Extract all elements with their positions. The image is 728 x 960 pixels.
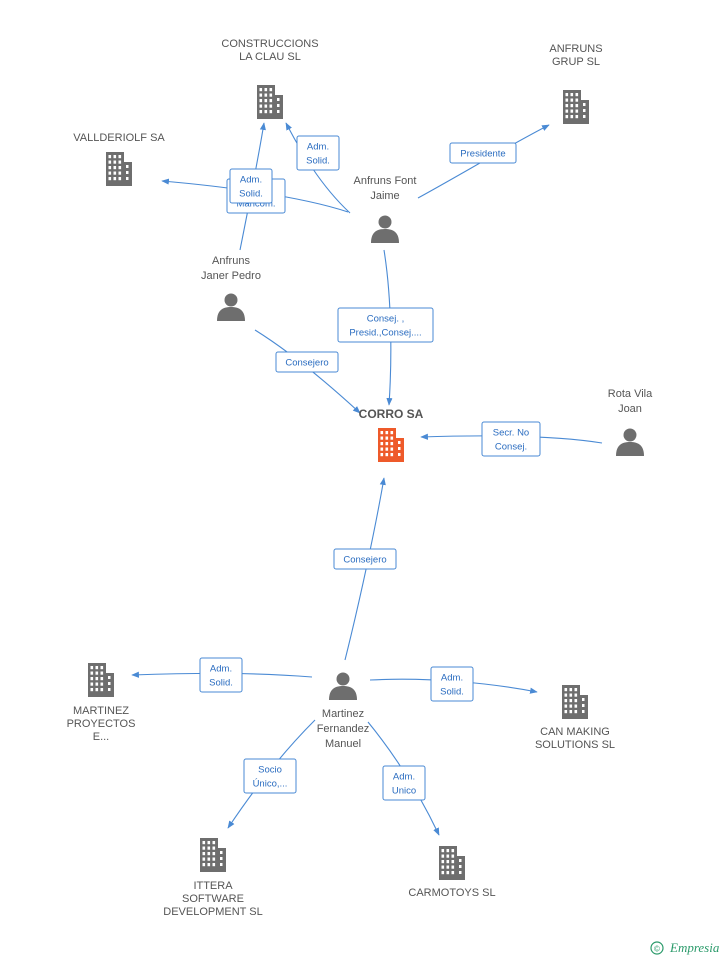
node-label-line: Janer Pedro	[201, 270, 261, 282]
copyright-symbol: ©	[654, 945, 660, 954]
person-icon	[616, 428, 644, 456]
relation-box	[449, 142, 517, 164]
company-node-martinez-proyectos[interactable]: MARTINEZPROYECTOSE...	[67, 663, 136, 743]
relation-text: Presid.,Consej....	[349, 328, 421, 339]
node-label-line: CARMOTOYS SL	[408, 887, 495, 899]
node-label-line: ANFRUNS	[549, 43, 602, 55]
node-label-line: Martinez	[322, 708, 364, 720]
relation-label-janer-corro[interactable]: Consejero	[275, 351, 339, 373]
node-label-line: PROYECTOS	[67, 718, 136, 730]
person-icon	[371, 215, 399, 243]
relation-box	[275, 351, 339, 373]
relation-text: Consejero	[343, 555, 386, 566]
node-label-line: Rota Vila	[608, 388, 653, 400]
relation-label-janer-construccions[interactable]: Adm. Solid.	[229, 168, 273, 204]
building-icon	[378, 428, 404, 462]
relation-text: Solid.	[440, 687, 464, 698]
building-icon	[257, 85, 283, 119]
relation-label-martinez-canmaking[interactable]: Adm. Solid.	[430, 666, 474, 702]
relation-text: Secr. No	[493, 428, 529, 439]
relation-label-martinez-carmotoys[interactable]: Adm. Unico	[382, 765, 426, 801]
building-icon	[200, 838, 226, 872]
relation-box	[333, 548, 397, 570]
node-label-line: Anfruns Font	[354, 175, 417, 187]
relation-text: Solid.	[306, 156, 330, 167]
relation-text: Único,...	[253, 779, 288, 790]
building-icon	[562, 685, 588, 719]
building-icon	[106, 152, 132, 186]
node-label-line: LA CLAU SL	[239, 51, 301, 63]
relation-label-rota-corro[interactable]: Secr. No Consej.	[481, 421, 541, 457]
relation-text: Adm.	[240, 175, 262, 186]
building-icon	[88, 663, 114, 697]
relation-box	[199, 657, 243, 693]
company-node-corro[interactable]: CORRO SA	[359, 407, 424, 462]
relation-text: Solid.	[239, 189, 263, 200]
company-node-vallderiolf[interactable]: VALLDERIOLF SA	[73, 132, 165, 186]
building-icon	[563, 90, 589, 124]
relation-text: Adm.	[441, 673, 463, 684]
brand-name: Empresia	[669, 940, 720, 955]
relation-box	[337, 307, 434, 343]
node-label-line: Fernandez	[317, 723, 370, 735]
node-label-line: CORRO SA	[359, 407, 424, 421]
company-node-carmotoys[interactable]: CARMOTOYS SL	[408, 846, 496, 899]
relation-box	[481, 421, 541, 457]
relation-box	[430, 666, 474, 702]
node-label-line: CAN MAKING	[540, 726, 610, 738]
relation-text: Adm.	[210, 664, 232, 675]
relation-label-font-corro[interactable]: Consej. , Presid.,Consej....	[337, 307, 434, 343]
node-label-line: GRUP SL	[552, 56, 600, 68]
relation-box	[296, 135, 340, 171]
relation-text: Adm.	[393, 772, 415, 783]
relation-text: Mancom.	[236, 199, 275, 210]
relation-text: Consejero	[285, 358, 328, 369]
node-label-line: Anfruns	[212, 255, 250, 267]
relation-label-martinez-corro[interactable]: Consejero	[333, 548, 397, 570]
node-label-line: CONSTRUCCIONS	[221, 38, 318, 50]
node-label-line: Joan	[618, 403, 642, 415]
node-label-line: SOFTWARE	[182, 893, 244, 905]
relation-text: Solid.	[209, 678, 233, 689]
relation-box	[382, 765, 426, 801]
node-label-line: ITTERA	[193, 880, 233, 892]
footer-brand[interactable]: © Empresia	[650, 940, 720, 955]
relation-text: Consej.	[495, 442, 527, 453]
node-label-line: SOLUTIONS SL	[535, 739, 615, 751]
node-label-line: MARTINEZ	[73, 705, 129, 717]
relation-label-font-construccions[interactable]: Adm. Solid.	[296, 135, 340, 171]
copyright-circle-icon	[650, 941, 664, 955]
relation-text: Unico	[392, 786, 416, 797]
relation-text: Socio	[258, 765, 282, 776]
person-icon	[217, 293, 245, 321]
node-label-line: VALLDERIOLF SA	[73, 132, 165, 144]
relation-labels: Adm. Solid. Adm. Mancom. Adm. Solid. President…	[199, 135, 541, 801]
node-label-line: DEVELOPMENT SL	[163, 906, 262, 918]
relation-text: Presidente	[460, 149, 505, 160]
relation-label-font-grup[interactable]: Presidente	[449, 142, 517, 164]
relation-box	[243, 758, 297, 794]
node-label-line: Manuel	[325, 738, 361, 750]
relation-box	[229, 168, 273, 204]
node-label-line: E...	[93, 731, 110, 743]
relation-label-martinez-proyectos[interactable]: Adm. Solid.	[199, 657, 243, 693]
relation-text: Consej. ,	[367, 314, 405, 325]
node-label-line: Jaime	[370, 190, 399, 202]
building-icon	[439, 846, 465, 880]
person-icon	[329, 672, 357, 700]
relation-label-martinez-ittera[interactable]: SocioÚnico,...	[243, 758, 297, 794]
relation-text: Adm.	[307, 142, 329, 153]
